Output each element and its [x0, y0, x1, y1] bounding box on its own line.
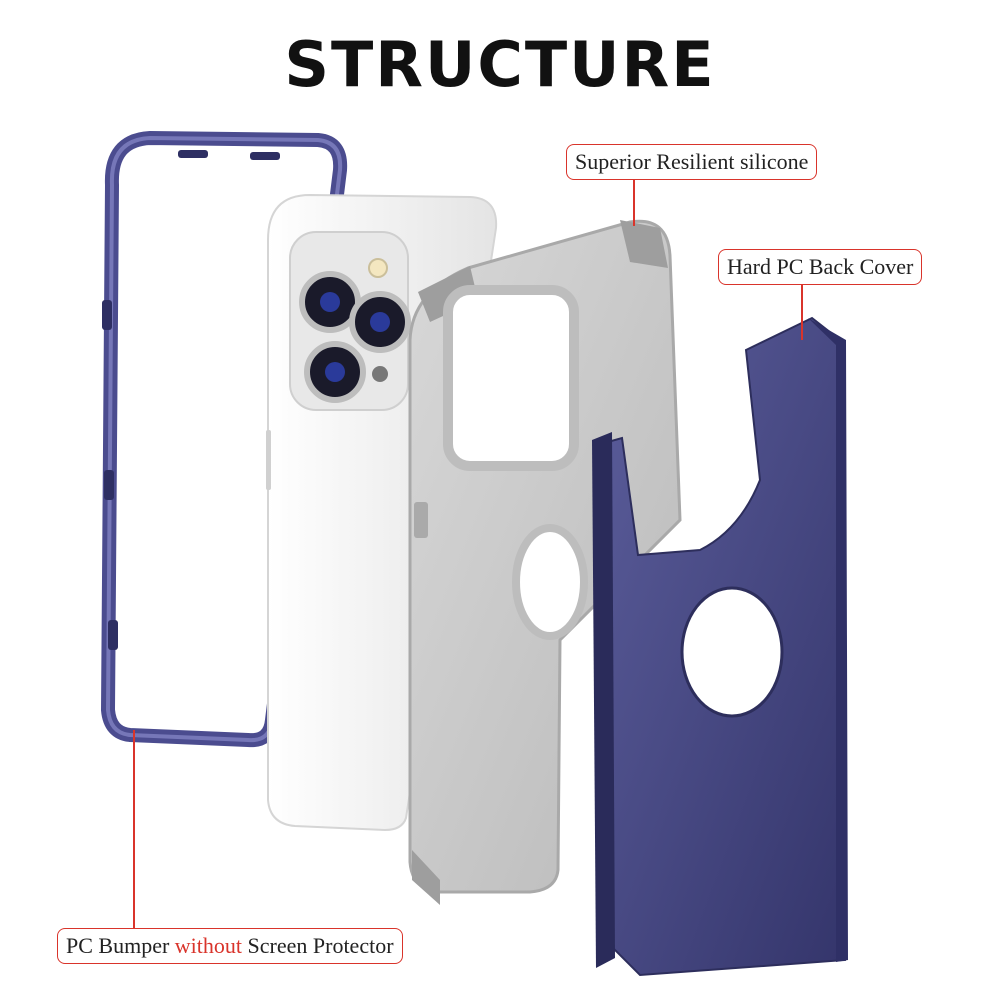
callout-leader-lines — [133, 176, 803, 930]
callout-silicone: Superior Resilient silicone — [566, 144, 818, 180]
callout-pc-bumper: PC Bumper without Screen Protector — [57, 928, 403, 964]
sensor-icon — [372, 366, 388, 382]
page-title: STRUCTURE — [284, 28, 716, 101]
flash-icon — [368, 258, 388, 278]
corner-bumper — [418, 266, 478, 322]
corner-bumper — [412, 850, 440, 905]
callout-bumper-pre: PC Bumper — [66, 933, 175, 958]
logo-cutout — [680, 586, 784, 718]
callout-bumper-accent: without — [174, 933, 243, 958]
camera-cutout — [443, 285, 579, 471]
silicone-layer — [408, 219, 682, 905]
callout-bumper-post: Screen Protector — [242, 933, 394, 958]
corner-bumper — [620, 220, 668, 268]
logo-cutout — [512, 524, 588, 640]
hard-pc-back-cover — [592, 316, 848, 977]
callout-pc-back-cover: Hard PC Back Cover — [718, 249, 923, 285]
